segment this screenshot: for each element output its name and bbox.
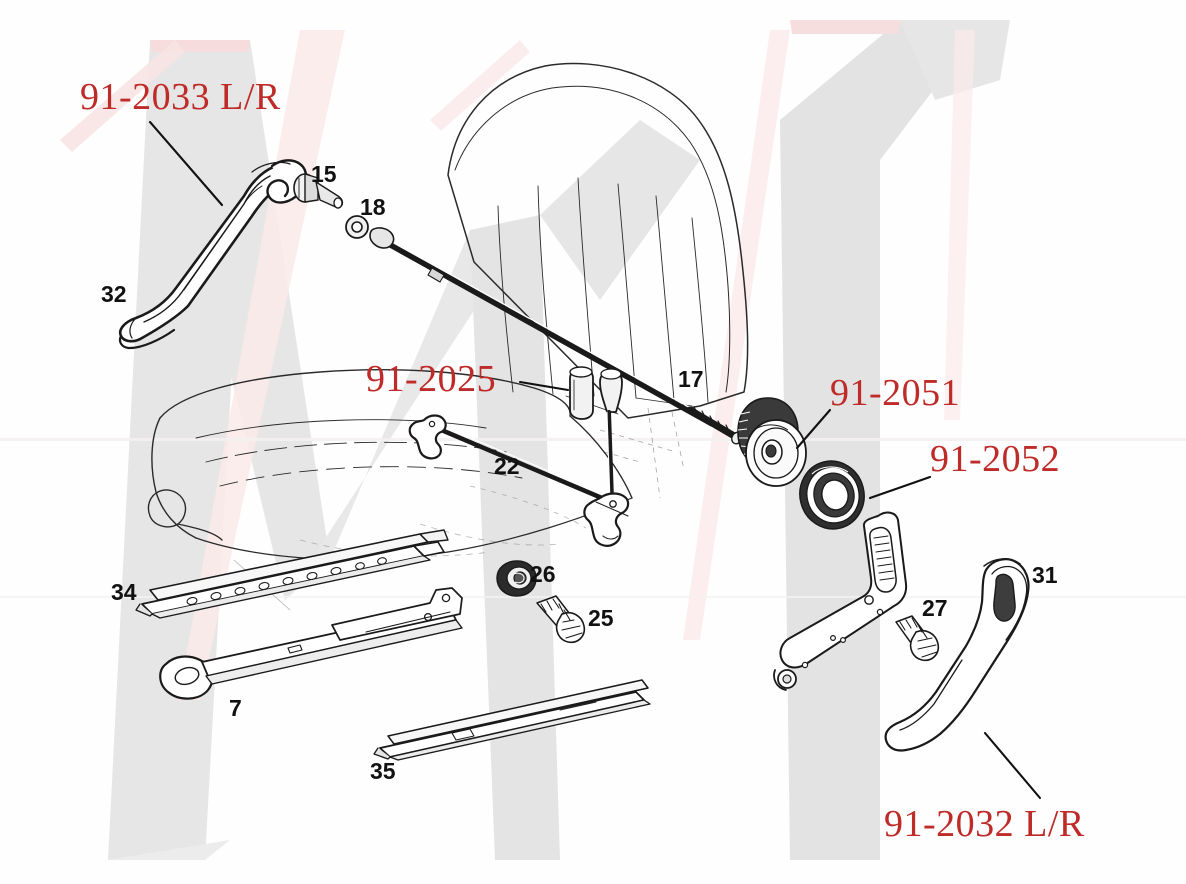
part-91-2052-bezel-ring (799, 460, 865, 530)
part-35-lower-rail (373, 679, 651, 761)
seat-back-ghost-lines (599, 407, 685, 499)
part-recliner-bracket (773, 511, 908, 691)
part-91-2051-knurled-knob (737, 397, 807, 487)
seat-cushion-outline (147, 369, 633, 561)
part-34-upper-seat-rail (135, 529, 449, 619)
callout-22: 22 (494, 453, 520, 479)
callout-32: 32 (101, 281, 127, 307)
part-25-screw (536, 595, 586, 644)
callout-7: 7 (229, 695, 242, 721)
callout-15: 15 (311, 161, 337, 187)
part-26-nut (496, 560, 537, 597)
part-number-91-2033: 91-2033 L/R (80, 76, 281, 118)
part-7-lower-seat-track (159, 587, 463, 700)
leader-91-2032 (983, 731, 1042, 800)
part-22-release-link-rod (408, 414, 630, 547)
part-91-2025-knob (569, 366, 594, 420)
callout-25: 25 (588, 605, 614, 631)
leader-91-2052 (868, 475, 932, 500)
callout-17: 17 (678, 366, 704, 392)
part-number-91-2051: 91-2051 (830, 372, 961, 414)
callout-18: 18 (360, 194, 386, 220)
part-lever-handle (599, 368, 623, 502)
leader-91-2025 (518, 380, 570, 392)
part-number-91-2032: 91-2032 L/R (884, 803, 1085, 845)
leader-91-2051 (795, 408, 832, 450)
part-number-91-2025: 91-2025 (366, 358, 497, 400)
part-18-washer (345, 215, 369, 239)
leader-91-2033 (148, 120, 224, 207)
part-31-hinge-cover (884, 558, 1030, 752)
callout-31: 31 (1032, 562, 1058, 588)
part-27-screw (895, 615, 940, 662)
part-number-91-2052: 91-2052 (930, 438, 1061, 480)
part-15-shoulder-bolt (293, 173, 344, 209)
part-17-cross-shaft (369, 227, 743, 445)
callout-35: 35 (370, 758, 396, 784)
callout-26: 26 (530, 561, 556, 587)
callout-27: 27 (922, 595, 948, 621)
leader-lines (148, 120, 1042, 800)
callout-34: 34 (111, 579, 137, 605)
